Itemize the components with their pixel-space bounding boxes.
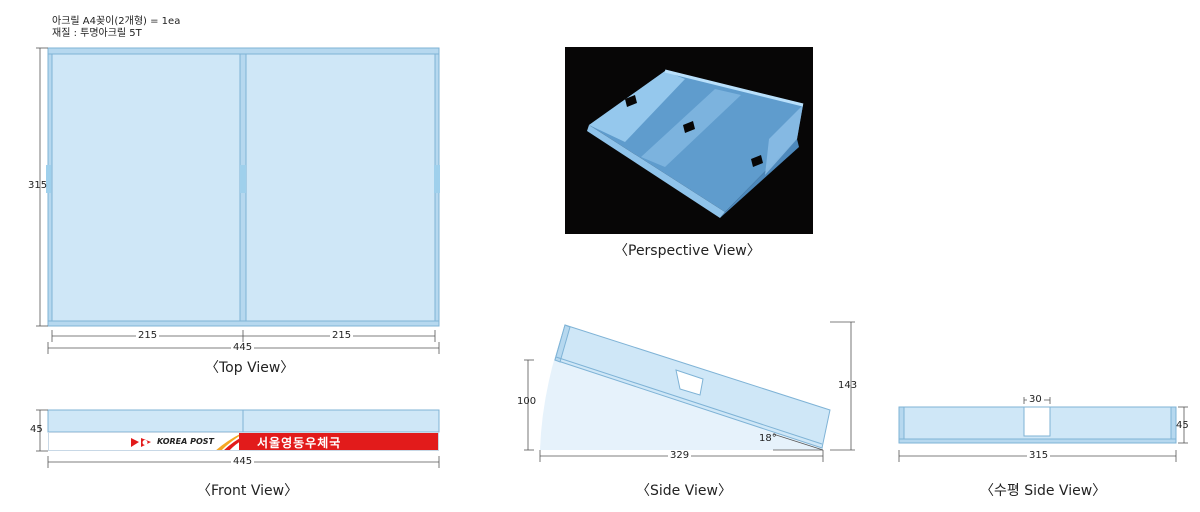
hside-view-slot-label: 30 (1027, 394, 1044, 405)
top-view-left-panel (47, 53, 244, 323)
hside-view-caption: 〈수평 Side View〉 (980, 483, 1107, 499)
front-view-banner: KOREA POST 서울영동우체국 (48, 432, 439, 451)
side-view-caption: 〈Side View〉 (636, 483, 732, 499)
top-view-right-notch (434, 165, 440, 193)
banner-text: 서울영동우체국 (257, 436, 342, 450)
top-view-left-notch (46, 165, 51, 193)
side-view-angle-label: 18° (759, 433, 777, 444)
top-view-caption: 〈Top View〉 (205, 360, 295, 376)
front-view-caption: 〈Front View〉 (197, 483, 299, 499)
top-view-back-rail (47, 47, 440, 55)
top-view-center-notch (240, 165, 246, 193)
acrylic-holder-render (587, 69, 804, 218)
top-view-front-rail (47, 320, 440, 327)
hside-view-width-label: 315 (1027, 450, 1051, 461)
top-view-right-width-label: 215 (330, 330, 354, 341)
front-view-width-label: 445 (231, 456, 255, 467)
side-view-left-height-label: 100 (517, 396, 537, 407)
banner-logo-text: KOREA POST (157, 437, 214, 446)
side-view-back-lip (554, 324, 571, 363)
top-view-height-label: 315 (28, 180, 48, 191)
korea-post-logo-icon (131, 438, 151, 447)
side-view-width-label: 329 (668, 450, 692, 461)
top-view-total-width-label: 445 (231, 342, 255, 353)
top-view-right-panel (244, 53, 440, 323)
side-view-angle-ray (772, 433, 824, 451)
perspective-view-caption: 〈Perspective View〉 (614, 243, 761, 259)
front-view-height-label: 45 (30, 424, 43, 435)
top-view-left-width-label: 215 (136, 330, 160, 341)
side-view-right-height-label: 143 (838, 380, 858, 391)
side-view-slot (675, 369, 704, 396)
spec-title: 아크릴 A4꽂이(2개형) = 1ea (52, 16, 181, 27)
hside-view-height-label: 45 (1176, 420, 1189, 431)
perspective-render (565, 47, 813, 234)
hside-view-slot (1023, 406, 1051, 437)
spec-material: 재질 : 투명아크릴 5T (52, 28, 142, 39)
